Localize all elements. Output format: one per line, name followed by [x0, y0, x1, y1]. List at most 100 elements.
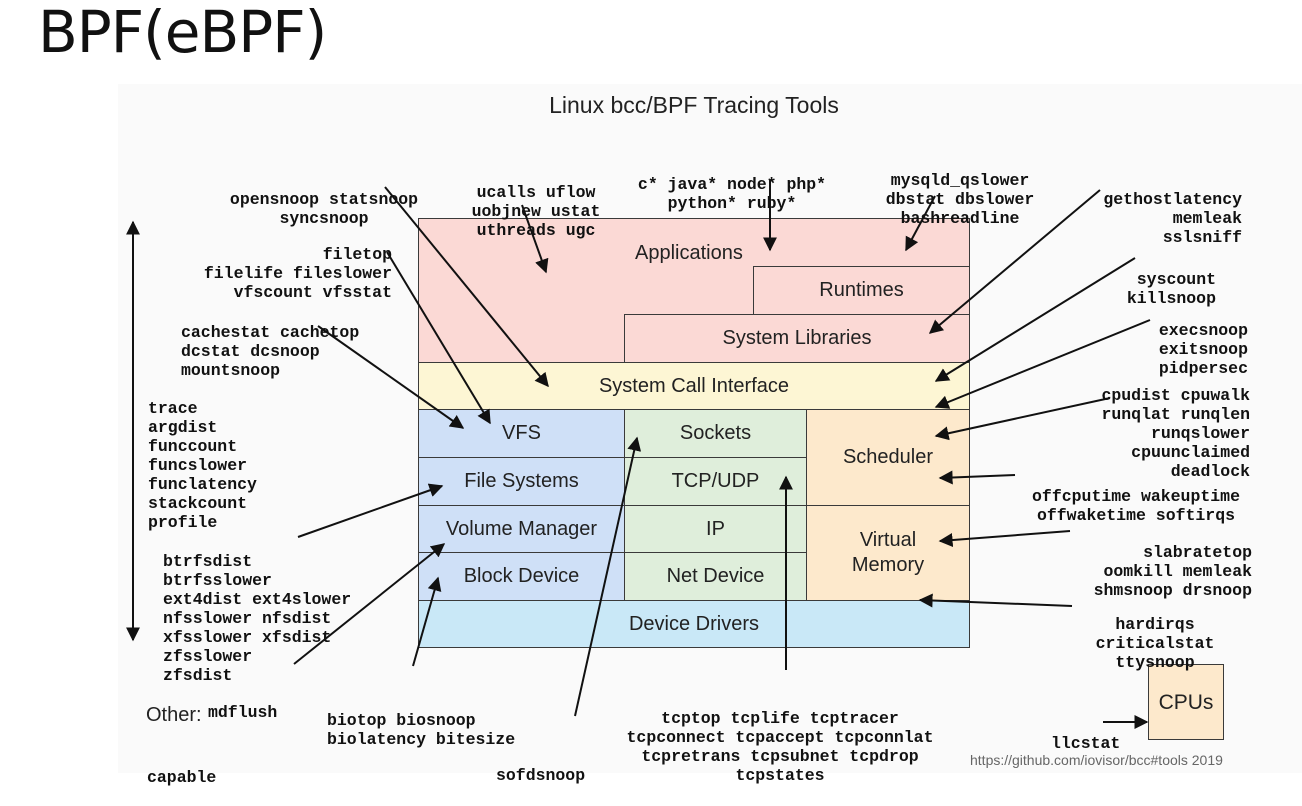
tool-line: exitsnoop: [1158, 340, 1248, 359]
arrow-filetop: [386, 251, 491, 425]
tool-line: c* java* node* php*: [637, 175, 827, 194]
layer-virtual-memory: Virtual Memory: [806, 505, 970, 601]
layer-ip: IP: [624, 505, 807, 553]
layer-system-call-interface: System Call Interface: [418, 362, 970, 410]
tool-line: ext4dist ext4slower: [163, 590, 352, 609]
tool-line: gethostlatency: [1103, 190, 1242, 209]
arrow-mysqld: [905, 195, 936, 252]
slide-title: BPF(eBPF): [38, 0, 327, 66]
tool-line: bashreadline: [900, 209, 1020, 228]
arrow-mdflush: [293, 543, 446, 665]
tool-line: stackcount: [148, 494, 248, 513]
diagram-title: Linux bcc/BPF Tracing Tools: [549, 92, 839, 118]
layer-label: Device Drivers: [628, 612, 760, 635]
arrow-btrfs: [297, 483, 444, 538]
tool-line: mysqld_qslower: [890, 171, 1030, 190]
tool-line: nfsslower nfsdist: [163, 609, 332, 628]
layer-label: Sockets: [679, 422, 752, 444]
tool-line: tcptop tcplife tcptracer: [661, 709, 899, 728]
tool-line: criticalstat: [1095, 634, 1215, 653]
tool-line: btrfsdist: [163, 552, 253, 571]
arrow-cpudist: [934, 397, 1111, 441]
layer-file-systems: File Systems: [418, 457, 625, 506]
arrow-execsnoop: [934, 319, 1151, 409]
tool-line: zfsslower: [163, 647, 253, 666]
layer-label: IP: [706, 517, 725, 540]
tool-line: profile: [148, 513, 218, 532]
tool-line: shmsnoop drsnoop: [1093, 581, 1252, 600]
source-url: https://github.com/iovisor/bcc#tools 201…: [970, 752, 1223, 768]
layer-label: File Systems: [464, 470, 579, 492]
layer-label: System Call Interface: [598, 374, 790, 397]
tool-line: runqslower: [1150, 424, 1250, 443]
tools-mdflush: mdflush: [208, 665, 298, 741]
arrow-cachestat: [317, 325, 465, 429]
tool-line: deadlock: [1170, 462, 1250, 481]
tool-line: biotop biosnoop: [327, 711, 476, 730]
tool-line: pidpersec: [1158, 359, 1248, 378]
tool-line: hardirqs: [1115, 615, 1195, 634]
tool-line: ttysnoop: [1115, 653, 1195, 672]
tool-line: uthreads ugc: [476, 221, 596, 240]
arrows-layer: [126, 180, 1151, 729]
layer-label: Runtimes: [819, 279, 904, 301]
layer-cpus: CPUs: [1148, 664, 1224, 740]
layer-label: Block Device: [463, 565, 580, 587]
arrow-biotop: [412, 576, 442, 667]
tool-line: execsnoop: [1158, 321, 1248, 340]
tool-line: cpudist cpuwalk: [1101, 386, 1250, 405]
layer-runtimes: Runtimes: [753, 266, 970, 315]
tool-line: funclatency: [148, 475, 257, 494]
tool-line: zfsdist: [163, 666, 233, 685]
layer-label: System Libraries: [722, 327, 872, 349]
layer-label: VFS: [502, 422, 541, 444]
tool-line: tcpretrans tcpsubnet tcpdrop: [641, 747, 919, 766]
tools-llcstat: llcstat: [1051, 696, 1141, 772]
arrow-sofdsnoop: [574, 436, 642, 717]
tool-line: ucalls uflow: [476, 183, 596, 202]
layer-system-libraries: System Libraries: [624, 314, 970, 363]
tool-line: mdflush: [208, 703, 278, 722]
arrow-syscount: [934, 257, 1136, 382]
tool-line: filetop: [322, 245, 392, 264]
tool-line: btrfsslower: [163, 571, 272, 590]
tool-line: slabratetop: [1143, 543, 1252, 562]
tool-line: oomkill memleak: [1103, 562, 1252, 581]
tool-line: opensnoop statsnoop: [229, 190, 419, 209]
layer-sockets: Sockets: [624, 409, 807, 458]
layer-label: TCP/UDP: [671, 470, 760, 492]
layer-tcp-udp: TCP/UDP: [624, 457, 807, 506]
tool-line: memleak: [1172, 209, 1242, 228]
arrow-ucalls: [521, 204, 549, 274]
tool-line: xfsslower xfsdist: [163, 628, 332, 647]
arrow-gethostlatency: [928, 189, 1101, 334]
tool-line: python* ruby*: [667, 194, 797, 213]
layer-label: Volume Manager: [445, 517, 598, 540]
tool-line: syncsnoop: [279, 209, 369, 228]
layer-label: Net Device: [666, 565, 765, 587]
tool-line: killsnoop: [1126, 289, 1216, 308]
other-label: Other:: [146, 704, 202, 726]
layer-label: CPUs: [1158, 690, 1214, 714]
tool-line: biolatency bitesize: [327, 730, 516, 749]
tool-line: llcstat: [1051, 734, 1121, 753]
tool-line: syscount: [1136, 270, 1216, 289]
tool-line: funcslower: [148, 456, 248, 475]
tool-line: filelife fileslower: [203, 264, 392, 283]
arrow-offcputime: [938, 470, 1016, 485]
tool-line: cachestat cachetop: [181, 323, 360, 342]
